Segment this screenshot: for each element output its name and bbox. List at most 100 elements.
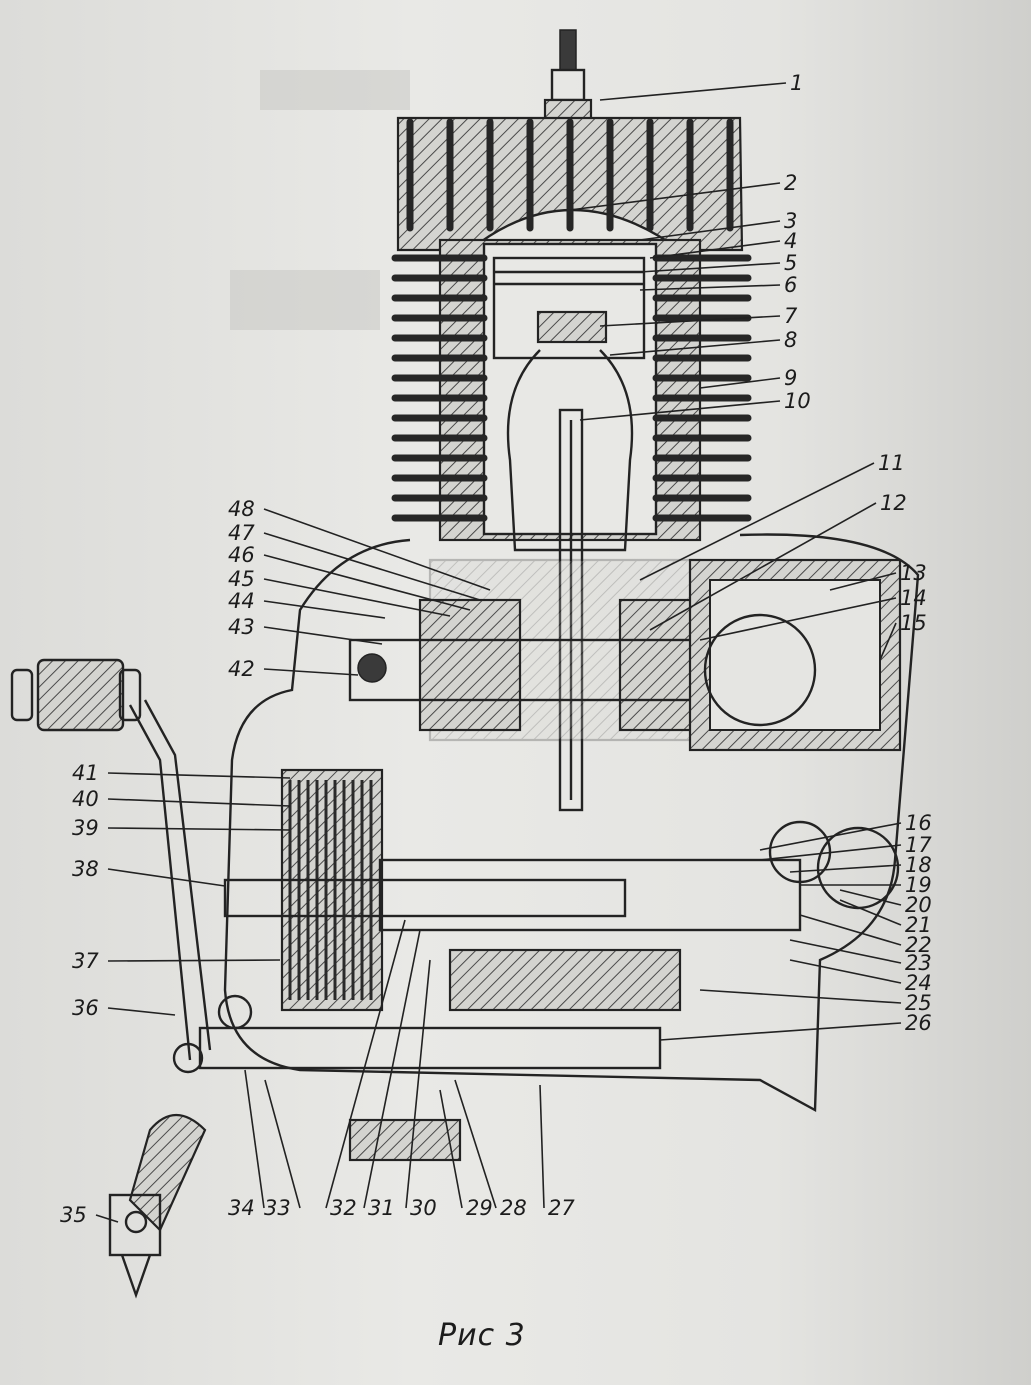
leader-line	[107, 868, 226, 887]
leader-line	[569, 182, 781, 211]
callout-number: 40	[72, 787, 99, 811]
callout-number: 14	[900, 586, 927, 610]
callout-leaders	[95, 82, 902, 1223]
callout-number: 13	[900, 561, 927, 585]
callout-number: 34	[228, 1196, 255, 1220]
leader-line	[879, 622, 897, 661]
leader-line	[95, 1214, 119, 1223]
callout-number: 43	[228, 615, 255, 639]
leader-line	[829, 572, 897, 591]
callout-number: 6	[784, 273, 797, 297]
callout-number: 3	[784, 209, 797, 233]
callout-number: 37	[72, 949, 99, 973]
leader-line	[699, 377, 781, 389]
callout-number: 45	[228, 567, 255, 591]
leader-line	[263, 578, 451, 617]
piston	[492, 256, 646, 360]
leader-line	[639, 220, 781, 241]
callout-number: 39	[72, 816, 99, 840]
callout-number: 11	[878, 451, 905, 475]
leader-line	[839, 889, 902, 906]
callout-number: 41	[72, 761, 99, 785]
leader-line	[699, 989, 902, 1004]
figure-caption: Рис 3	[438, 1318, 526, 1353]
callout-number: 15	[900, 611, 927, 635]
callout-number: 18	[905, 853, 932, 877]
leader-line	[599, 315, 781, 327]
callout-number: 36	[72, 996, 99, 1020]
callout-number: 12	[880, 491, 907, 515]
leader-line	[263, 600, 386, 619]
leader-line	[107, 1007, 176, 1016]
callout-number: 19	[905, 873, 932, 897]
clutch-assembly	[198, 768, 900, 1162]
gear-shift-pedal	[108, 1114, 207, 1299]
leader-line	[263, 668, 359, 676]
callout-number: 17	[905, 833, 932, 857]
leader-line	[107, 798, 291, 807]
callout-number: 30	[410, 1196, 437, 1220]
leader-line	[244, 1069, 265, 1209]
callout-number: 20	[905, 893, 932, 917]
callout-number: 26	[905, 1011, 932, 1035]
leader-line	[263, 532, 481, 601]
callout-number: 8	[784, 328, 797, 352]
leader-line	[789, 939, 902, 964]
leader-line	[839, 899, 902, 926]
leader-line	[579, 400, 781, 421]
leader-line	[405, 959, 431, 1209]
leader-line	[639, 262, 781, 273]
callout-number: 25	[905, 991, 932, 1015]
bleed-through-block	[230, 270, 380, 330]
leader-line	[699, 597, 897, 641]
callout-number: 35	[60, 1203, 87, 1227]
callout-number: 7	[784, 304, 798, 328]
callout-number: 4	[784, 229, 797, 253]
leader-line	[789, 864, 902, 873]
callout-number: 5	[784, 251, 797, 275]
leader-line	[799, 914, 902, 946]
callout-number: 32	[330, 1196, 357, 1220]
leader-line	[263, 626, 383, 645]
leader-line	[107, 772, 291, 779]
leader-line	[649, 502, 877, 631]
leader-line	[649, 240, 781, 259]
callout-number: 42	[228, 657, 255, 681]
leader-line	[264, 1079, 301, 1209]
leader-line	[107, 959, 281, 962]
callout-number: 2	[784, 171, 797, 195]
callout-number: 48	[228, 497, 255, 521]
leader-line	[454, 1079, 497, 1209]
leader-line	[325, 919, 406, 1209]
leader-line	[363, 929, 421, 1209]
leader-line	[439, 1089, 463, 1209]
leader-line	[759, 822, 902, 851]
callout-number: 33	[264, 1196, 291, 1220]
bleed-through-block	[260, 70, 410, 110]
callout-number: 44	[228, 589, 255, 613]
callout-number: 21	[905, 913, 932, 937]
callout-number: 10	[784, 389, 811, 413]
callout-numbers: 1234567891011121314151617181920212223242…	[60, 71, 932, 1227]
leader-line	[789, 959, 902, 984]
leader-line	[107, 827, 291, 831]
crankcase	[223, 533, 920, 1112]
cylinder-head	[396, 116, 744, 252]
leader-line	[599, 82, 787, 101]
callout-number: 28	[500, 1196, 527, 1220]
leader-line	[539, 1084, 545, 1209]
leader-line	[659, 1022, 902, 1041]
leader-line	[609, 339, 781, 356]
leader-line	[639, 462, 875, 581]
leader-line	[263, 554, 471, 611]
callout-number: 23	[905, 951, 932, 975]
callout-number: 22	[905, 933, 932, 957]
callout-number: 46	[228, 543, 255, 567]
callout-number: 47	[228, 521, 255, 545]
callout-number: 29	[466, 1196, 493, 1220]
leader-line	[639, 284, 781, 291]
callout-number: 27	[548, 1196, 575, 1220]
callout-number: 16	[905, 811, 932, 835]
leader-line	[759, 844, 902, 861]
